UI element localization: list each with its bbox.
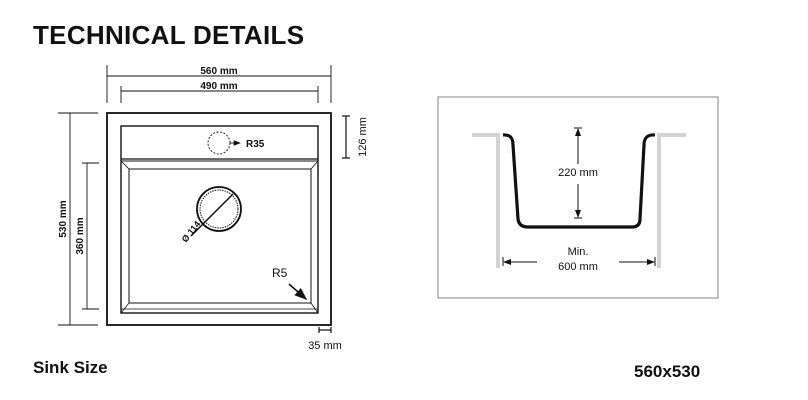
sink-side-view: 220 mm Min. 600 mm	[437, 96, 719, 299]
sink-size-label: Sink Size	[33, 358, 108, 377]
overall-depth-label: 530 mm	[58, 200, 69, 237]
sink-profile	[502, 133, 656, 229]
sink-size-value: 560x530	[634, 362, 701, 381]
sink-top-view	[58, 65, 350, 333]
bowl-height-label: 220 mm	[558, 167, 598, 179]
rim-label: 35 mm	[308, 340, 342, 352]
drain-icon	[196, 186, 242, 232]
bowl-outline	[120, 125, 319, 314]
deck-depth-label: 126 mm	[357, 117, 369, 157]
bowl-width-label: 490 mm	[200, 81, 237, 92]
cabinet-left-wall	[472, 133, 500, 268]
drain-label: Ø 114	[180, 219, 203, 244]
top-view-dimensions: 560 mm 490 mm 530 mm 360 mm 126 mm R35 Ø…	[58, 66, 369, 352]
corner-radius-label: R5	[272, 266, 288, 280]
cabinet-min-value: 600 mm	[558, 261, 598, 273]
cabinet-right-wall	[657, 133, 686, 268]
overall-width-label: 560 mm	[200, 66, 237, 77]
page-title: TECHNICAL DETAILS	[33, 20, 305, 50]
sink-outline	[106, 112, 332, 326]
tap-hole-icon	[207, 131, 231, 155]
cabinet-min-label: Min.	[568, 246, 589, 258]
tap-hole-label: R35	[246, 139, 265, 150]
bowl-depth-label: 360 mm	[75, 217, 86, 254]
